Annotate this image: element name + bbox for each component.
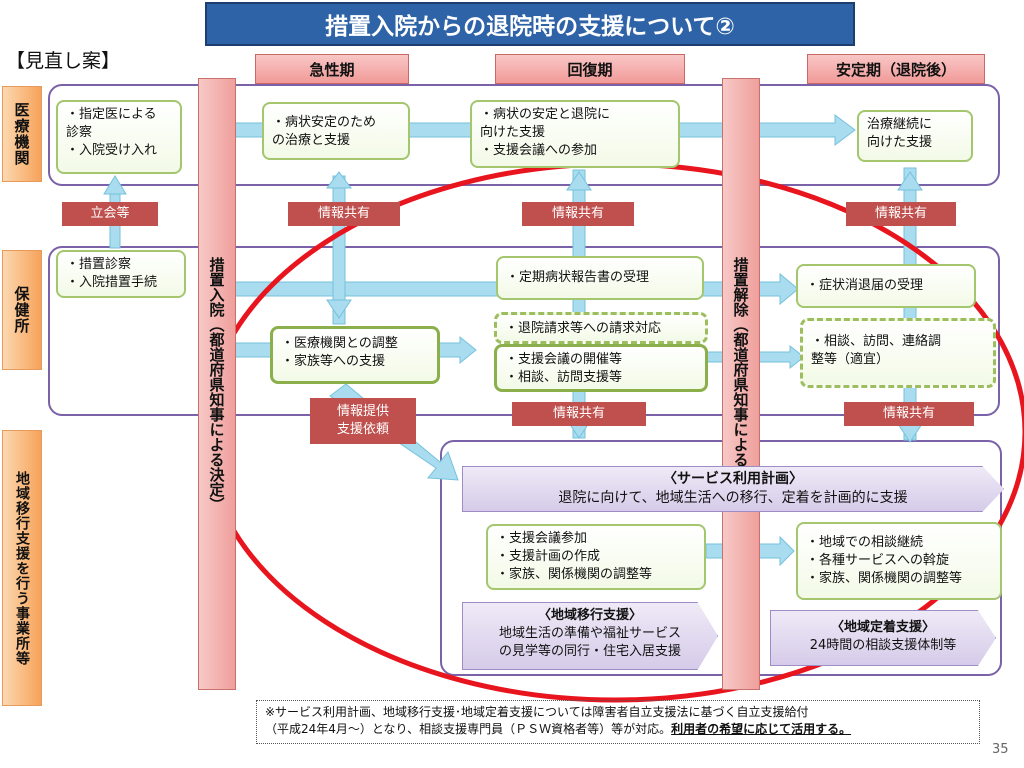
box-line: ・病状安定のため [272, 115, 377, 130]
service-plan-title: 〈サービス利用計画〉 [663, 471, 803, 487]
footnote-line-1: ※サービス利用計画、地域移行支援･地域定着支援については障害者自立支援法に基づく… [265, 705, 809, 719]
recovery-support-box: ・病状の安定と退院に 向けた支援 ・支援会議への参加 [470, 100, 680, 168]
symptom-report-box: ・症状消退届の受理 [796, 264, 976, 308]
box-line: ・各種サービスへの斡旋 [806, 553, 950, 568]
subtitle: 【見直し案】 [6, 50, 121, 72]
box-line: ・支援会議への参加 [480, 143, 598, 158]
box-line: ・相談、訪問支援等 [505, 370, 623, 385]
designated-doctor-box: ・指定医による 診察 ・入院受け入れ [56, 100, 182, 174]
label-info-share-1: 情報共有 [288, 202, 400, 226]
box-line: の治療と支援 [272, 133, 351, 148]
box-line: ・措置診察 [66, 257, 132, 272]
box-line: ・病状の安定と退院に [480, 107, 611, 122]
box-line: ・指定医による [66, 107, 157, 122]
settlement-title: 〈地域定着支援〉 [830, 620, 935, 635]
row-label-health-center: 保健所 [2, 250, 42, 370]
phase-stable: 安定期（退院後） [807, 54, 985, 84]
community-consult-box: ・地域での相談継続 ・各種サービスへの斡旋 ・家族、関係機関の調整等 [796, 522, 1002, 600]
box-line: ・入院受け入れ [66, 143, 158, 158]
row-label-medical: 医療機関 [2, 86, 42, 182]
box-line: ・支援会議参加 [496, 531, 588, 546]
settlement-text: 24時間の相談支援体制等 [809, 638, 957, 653]
page-number: 35 [992, 742, 1009, 757]
phase-recovery: 回復期 [495, 54, 685, 84]
footnote-line-2: （平成24年4月～）となり、相談支援専門員（ＰＳＷ資格者等）等が対応。 [265, 722, 672, 736]
label-info-share-2: 情報共有 [522, 202, 634, 226]
box-line: ・地域での相談継続 [806, 535, 924, 550]
coordination-box: ・医療機関との調整 ・家族等への支援 [270, 326, 440, 384]
row-label-regional: 地域移行支援を行う事業所等 [2, 430, 42, 706]
support-meeting-box: ・支援会議の開催等 ・相談、訪問支援等 [494, 344, 708, 392]
page-title: 措置入院からの退院時の支援について② [205, 2, 855, 46]
label-info-share-4: 情報共有 [512, 402, 646, 426]
service-plan-text: 退院に向けて、地域生活への移行、定着を計画的に支援 [558, 490, 908, 506]
transition-line: の見学等の同行・住宅入居支援 [498, 644, 681, 659]
support-plan-box: ・支援会議参加 ・支援計画の作成 ・家族、関係機関の調整等 [486, 524, 706, 590]
measure-exam-box: ・措置診察 ・入院措置手続 [56, 250, 186, 298]
consultation-visit-box: ・相談、訪問、連絡調 整等（適宜） [800, 318, 996, 388]
transition-line: 地域生活の準備や福祉サービス [498, 626, 681, 641]
phase-acute: 急性期 [255, 54, 409, 84]
settlement-support-box: 〈地域定着支援〉 24時間の相談支援体制等 [770, 610, 996, 666]
acute-treatment-box: ・病状安定のため の治療と支援 [262, 102, 410, 160]
box-line: 治療継続に [867, 117, 933, 132]
box-line: 整等（適宜） [811, 352, 890, 367]
box-line: ・家族、関係機関の調整等 [806, 571, 963, 586]
box-line: 診察 [66, 125, 93, 140]
label-info-share-3: 情報共有 [846, 202, 956, 226]
periodic-report-box: ・定期病状報告書の受理 [496, 256, 704, 300]
transition-title: 〈地域移行支援〉 [537, 608, 642, 623]
footnote-emphasis: 利用者の希望に応じて活用する。 [671, 722, 852, 736]
footnote: ※サービス利用計画、地域移行支援･地域定着支援については障害者自立支援法に基づく… [256, 700, 980, 744]
label-info-share-5: 情報共有 [844, 402, 974, 426]
label-attendance: 立会等 [62, 202, 158, 226]
admission-decision-bar: 措置入院（都道府県知事による決定） [198, 78, 236, 690]
box-line: 向けた支援 [480, 125, 546, 140]
treatment-continuation-box: 治療継続に 向けた支援 [857, 110, 973, 162]
transition-support-box: 〈地域移行支援〉 地域生活の準備や福祉サービス の見学等の同行・住宅入居支援 [462, 602, 718, 670]
box-line: ・相談、訪問、連絡調 [811, 334, 942, 349]
box-line: ・家族等への支援 [281, 354, 386, 369]
discharge-request-box: ・退院請求等への請求対応 [494, 312, 708, 344]
box-line: ・支援会議の開催等 [505, 352, 623, 367]
box-line: ・家族、関係機関の調整等 [496, 567, 653, 582]
service-plan-banner: 〈サービス利用計画〉 退院に向けて、地域生活への移行、定着を計画的に支援 [462, 466, 1004, 512]
label-line: 情報提供 [336, 404, 389, 419]
label-info-provide: 情報提供 支援依頼 [310, 398, 416, 444]
box-line: 向けた支援 [867, 135, 933, 150]
box-line: ・医療機関との調整 [281, 336, 398, 351]
box-line: ・入院措置手続 [66, 275, 158, 290]
box-line: ・支援計画の作成 [496, 549, 601, 564]
release-decision-bar: 措置解除（都道府県知事による決定） [722, 78, 760, 690]
label-line: 支援依頼 [336, 422, 389, 437]
